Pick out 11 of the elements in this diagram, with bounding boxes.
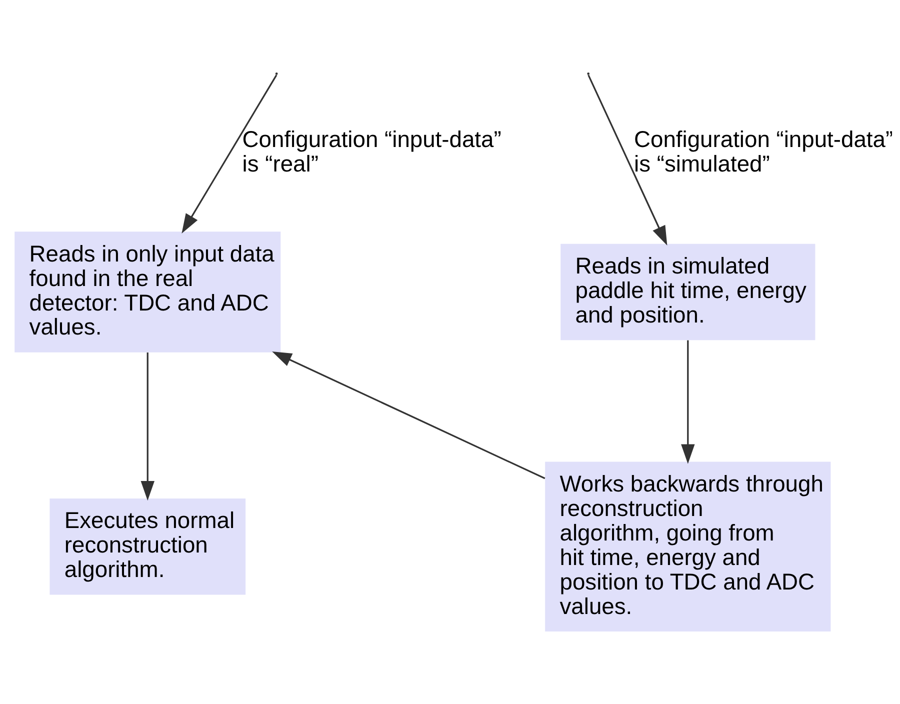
arrow	[681, 340, 695, 464]
arrow	[182, 74, 278, 234]
arrow	[140, 352, 154, 501]
node-box: Reads in only input data found in the real detector: TDC and ADC values.	[14, 232, 281, 352]
arrow	[272, 352, 546, 480]
node-box: Executes normal reconstruction algorithm.	[50, 498, 246, 595]
node-box: Reads in simulated paddle hit time, energy and position.	[560, 244, 816, 340]
edge-label: Configuration “input-data” is “real”	[242, 126, 502, 177]
node-box: Works backwards through reconstruction algorithm, going from hit time, energy and position to TDC and ADC values.	[545, 462, 831, 632]
edge-label: Configuration “input-data” is “simulated”	[634, 126, 894, 177]
arrow	[588, 74, 668, 246]
